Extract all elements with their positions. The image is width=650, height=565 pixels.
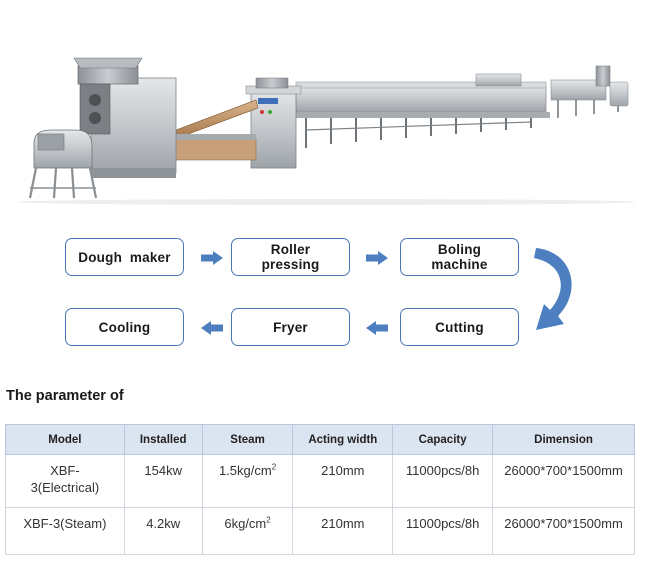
table-row: XBF- 3(Electrical) 154kw 1.5kg/cm2 210mm… <box>5 454 635 508</box>
step-cooling: Cooling <box>65 308 184 346</box>
step-fryer: Fryer <box>231 308 350 346</box>
step-label: Cutting <box>435 319 484 335</box>
header-model: Model <box>5 424 125 455</box>
step-label: Roller pressing <box>261 242 320 272</box>
cell-steam: 1.5kg/cm2 <box>201 454 294 508</box>
header-acting-width: Acting width <box>292 424 394 455</box>
step-label: Boling machine <box>431 242 488 272</box>
production-line-photo <box>16 57 636 205</box>
cell-steam: 6kg/cm2 <box>201 507 294 555</box>
arrow-right-icon <box>366 251 388 265</box>
step-cutting: Cutting <box>400 308 519 346</box>
step-boling-machine: Boling machine <box>400 238 519 276</box>
cell-model: XBF- 3(Electrical) <box>5 454 125 508</box>
header-installed: Installed <box>123 424 203 455</box>
step-label: Dough maker <box>78 249 171 265</box>
parameter-heading: The parameter of <box>6 388 124 404</box>
cell-capacity: 11000pcs/8h <box>392 454 494 508</box>
dough-mixer-machine <box>28 129 98 199</box>
arrow-right-icon <box>201 251 223 265</box>
table-header-row: Model Installed Steam Acting width Capac… <box>5 424 635 455</box>
cell-dimension: 26000*700*1500mm <box>492 507 635 555</box>
header-dimension: Dimension <box>492 424 635 455</box>
arrow-left-icon <box>366 321 388 335</box>
control-cabinet <box>245 77 302 169</box>
step-label: Fryer <box>273 319 308 335</box>
cell-installed: 154kw <box>123 454 203 508</box>
header-steam: Steam <box>201 424 294 455</box>
step-roller-pressing: Roller pressing <box>231 238 350 276</box>
cell-acting-width: 210mm <box>292 507 394 555</box>
steaming-tunnel <box>294 73 550 148</box>
cell-installed: 4.2kw <box>123 507 203 555</box>
parameter-table: Model Installed Steam Acting width Capac… <box>5 424 635 555</box>
step-dough-maker: Dough maker <box>65 238 184 276</box>
cell-acting-width: 210mm <box>292 454 394 508</box>
cell-capacity: 11000pcs/8h <box>392 507 494 555</box>
header-capacity: Capacity <box>392 424 494 455</box>
step-label: Cooling <box>98 319 151 335</box>
cell-dimension: 26000*700*1500mm <box>492 454 635 508</box>
process-flow-chart: Dough maker Roller pressing Boling machi… <box>0 228 650 358</box>
arrow-left-icon <box>201 321 223 335</box>
curved-arrow-down-icon <box>534 248 572 330</box>
cell-model: XBF-3(Steam) <box>5 507 125 555</box>
roller-press-machine <box>73 57 177 178</box>
incline-conveyor <box>175 99 259 161</box>
cutting-frying-section <box>550 65 629 118</box>
table-row: XBF-3(Steam) 4.2kw 6kg/cm2 210mm 11000pc… <box>5 507 635 555</box>
